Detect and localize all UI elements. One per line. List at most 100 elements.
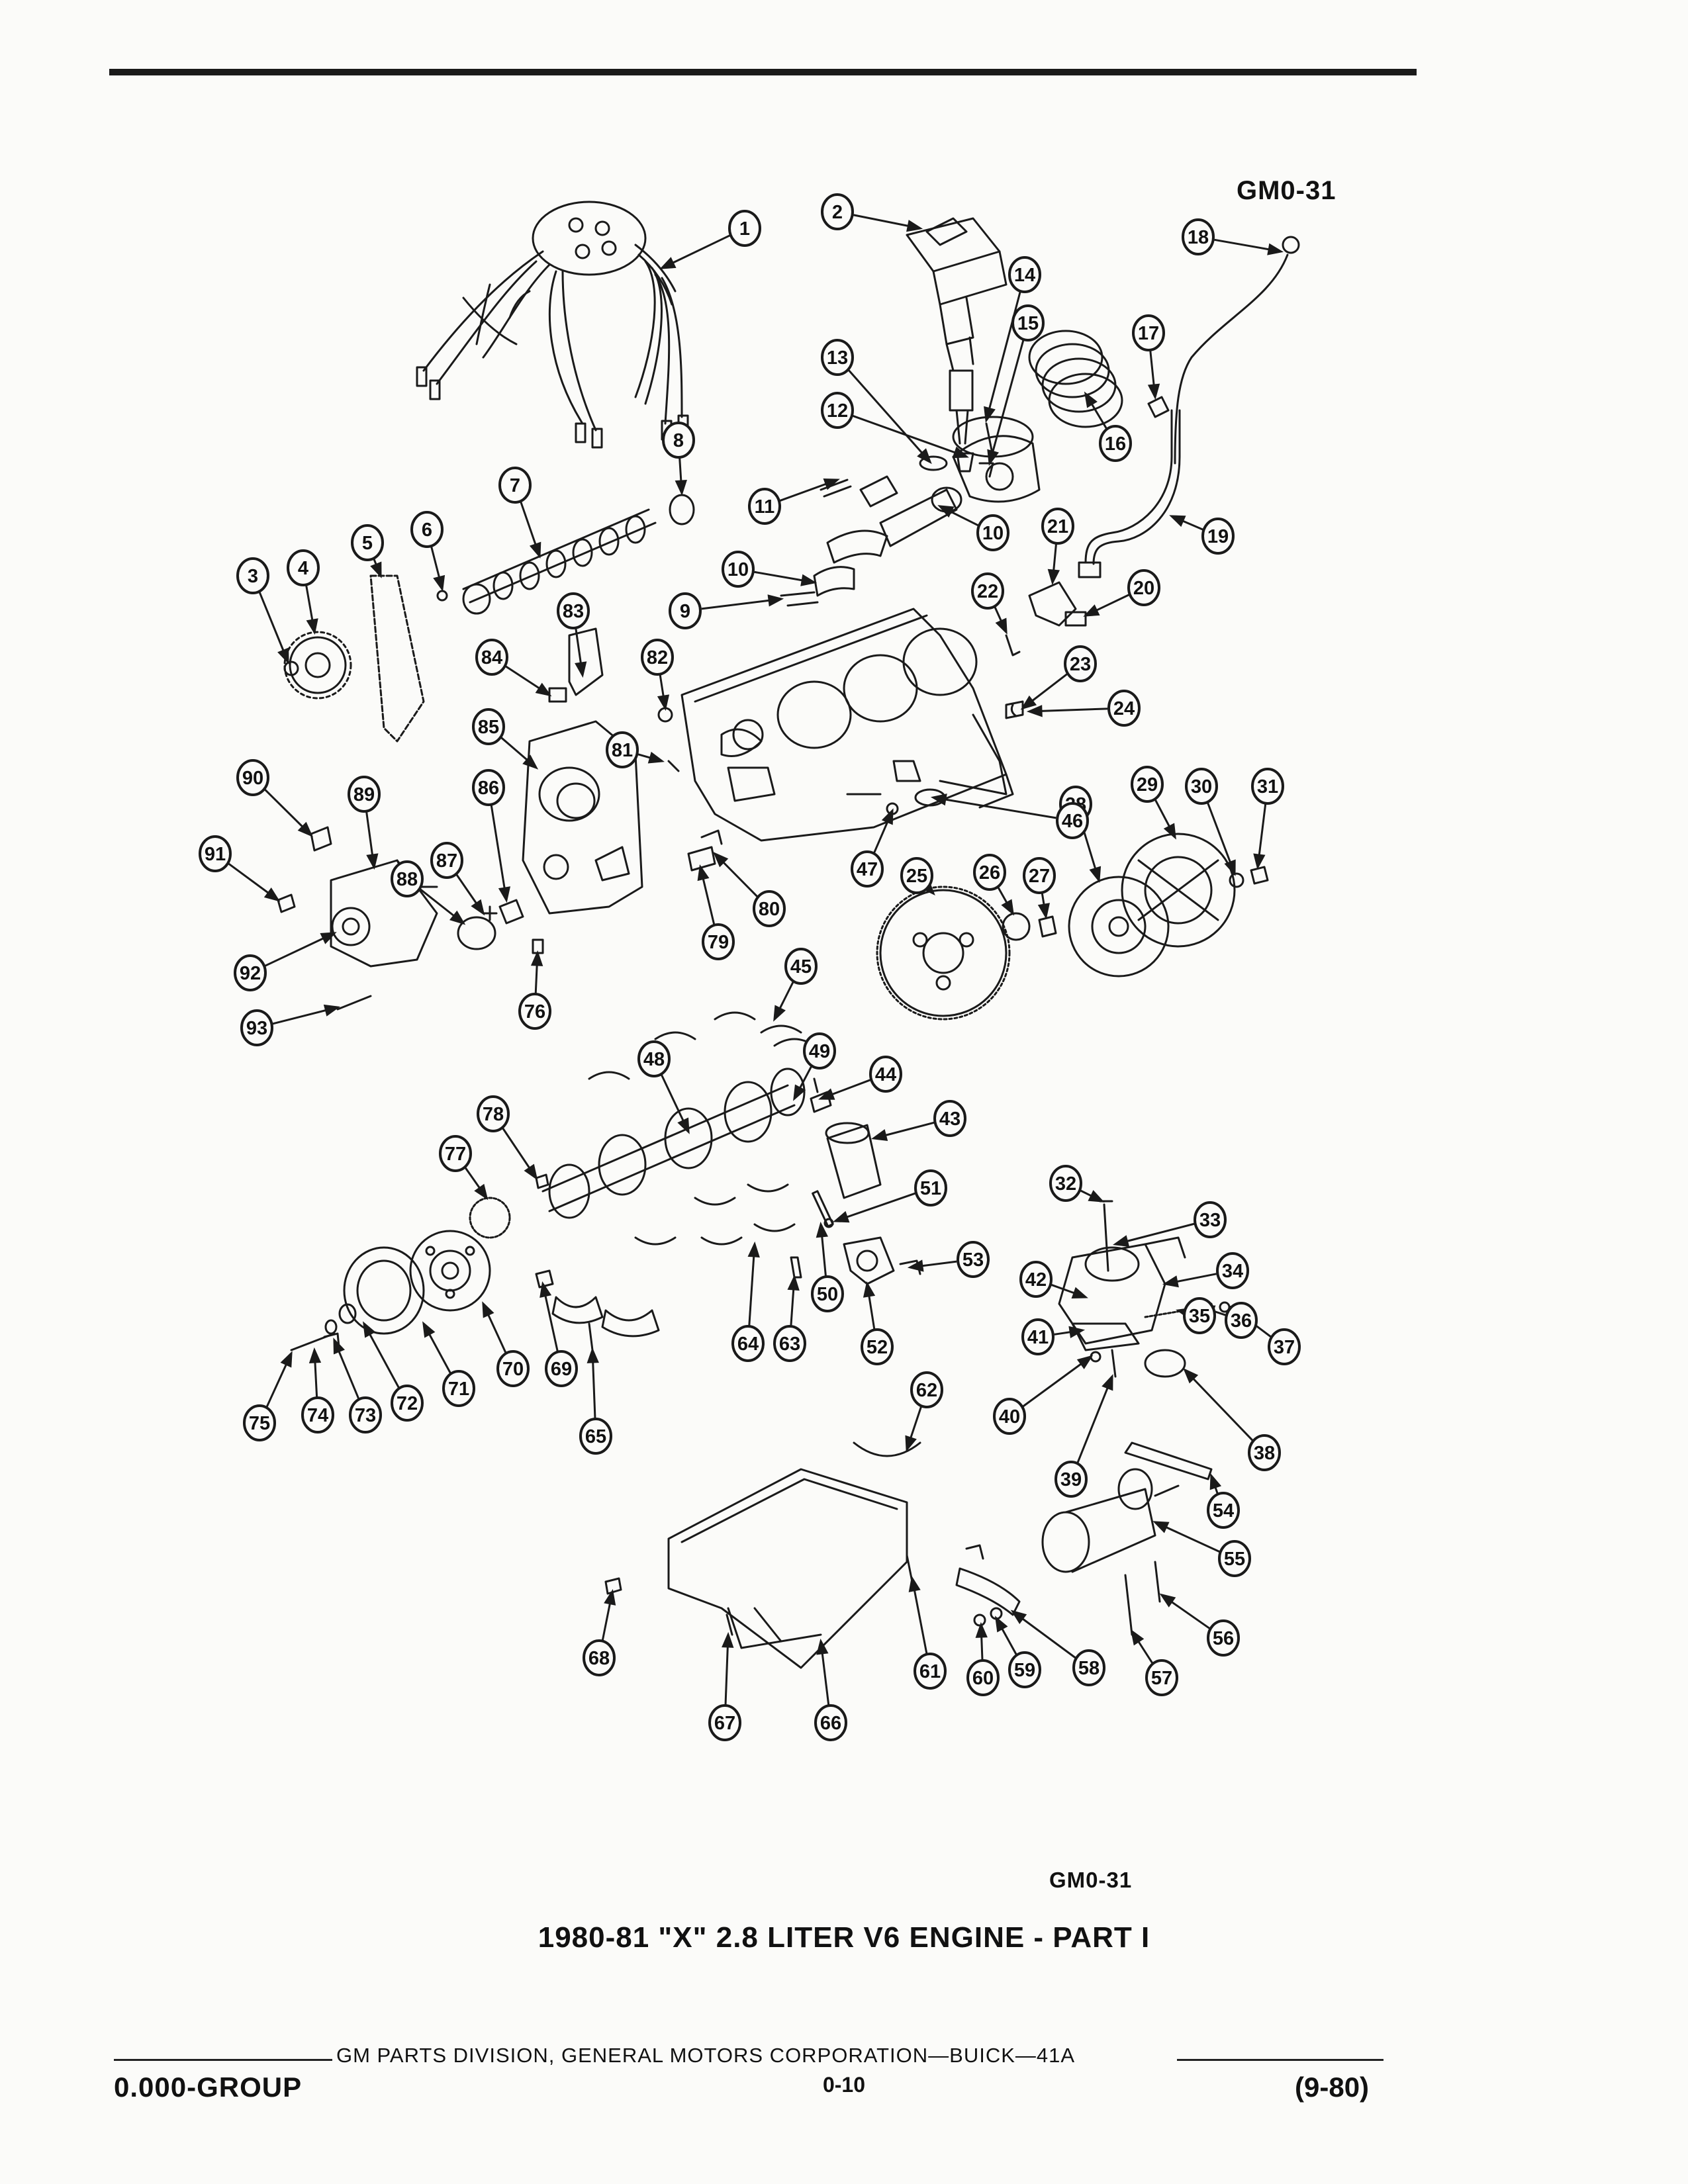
starter-brace (955, 1567, 1021, 1616)
callout-number: 31 (1257, 776, 1278, 797)
callout-64: 64 (731, 1325, 765, 1362)
callout-37: 37 (1268, 1328, 1301, 1365)
distributor-gear (956, 452, 974, 473)
leader-arrowhead (697, 864, 710, 882)
callout-number: 79 (708, 932, 729, 953)
callout-number: 27 (1029, 866, 1050, 887)
footer-group: 0.000-GROUP (114, 2071, 303, 2103)
callout-number: 40 (999, 1406, 1020, 1428)
callout-circle (784, 948, 818, 985)
callout-circle (1072, 1649, 1105, 1686)
callout-72: 72 (391, 1385, 424, 1422)
callout-number: 90 (242, 768, 263, 789)
crankshaft (541, 1068, 806, 1219)
footer-date: (9-80) (1295, 2071, 1370, 2103)
callout-circle (748, 488, 781, 525)
pump-bolt (277, 893, 296, 913)
callout-47: 47 (851, 850, 884, 887)
cover-gasket (498, 899, 524, 925)
callout-number: 92 (240, 963, 261, 984)
callout-number: 37 (1274, 1337, 1295, 1358)
leader-arrowhead (793, 1084, 806, 1101)
clutch-disc (1068, 876, 1170, 978)
callout-number: 1 (739, 218, 750, 240)
callout-circle (1008, 1651, 1041, 1688)
callout-75: 75 (243, 1404, 276, 1441)
callout-number: 83 (563, 601, 584, 622)
clutch-washer (1229, 872, 1244, 888)
callout-number: 22 (977, 581, 998, 602)
callout-49: 49 (803, 1032, 836, 1069)
clutch-bolt (1250, 866, 1269, 885)
callout-number: 48 (643, 1049, 665, 1070)
bearing-cap-clip (535, 1269, 554, 1289)
callout-circle (349, 1396, 382, 1433)
leader-arrowhead (917, 448, 932, 465)
leader-arrowhead (1147, 383, 1160, 400)
dowel-pin (790, 1256, 802, 1279)
callout-circle (773, 1325, 806, 1362)
starter-motor (1041, 1468, 1180, 1573)
callout-number: 10 (727, 559, 749, 580)
pump-rod (1103, 1203, 1109, 1272)
stud (1005, 634, 1021, 657)
callout-circle (518, 993, 551, 1030)
leader-arrowhead (816, 1638, 829, 1655)
callout-number: 3 (248, 566, 258, 587)
callout-91: 91 (199, 835, 232, 872)
leader-arrowhead (1020, 695, 1037, 710)
pump-washer (1090, 1351, 1102, 1363)
callout-number: 33 (1199, 1210, 1221, 1231)
callout-circle (475, 639, 508, 676)
leader-arrowhead (498, 886, 511, 903)
callout-33: 33 (1194, 1201, 1227, 1238)
leader-arrowhead (767, 594, 784, 607)
callout-82: 82 (641, 639, 674, 676)
callout-number: 14 (1014, 265, 1035, 286)
callout-circle (973, 854, 1006, 891)
callout-36: 36 (1225, 1302, 1258, 1339)
pump-bolt-long (336, 995, 372, 1011)
callout-53: 53 (957, 1241, 990, 1278)
callout-circle (1207, 1492, 1240, 1529)
callout-number: 41 (1027, 1327, 1049, 1348)
callout-circle (1132, 314, 1165, 351)
callout-circle (1201, 518, 1235, 555)
callout-7: 7 (498, 467, 532, 504)
callout-circle (641, 639, 674, 676)
lock-washer (324, 1319, 338, 1335)
engine-block (680, 608, 1014, 842)
callout-number: 78 (483, 1104, 504, 1125)
callout-circle (914, 1169, 947, 1206)
callout-circle (993, 1398, 1026, 1435)
callout-87: 87 (430, 842, 463, 879)
brace-bolt (965, 1544, 984, 1560)
callout-circle (606, 731, 639, 768)
callout-circle (1011, 304, 1045, 341)
leader-arrowhead (906, 220, 923, 232)
tube-bracket (1028, 581, 1077, 627)
leader-arrowhead (522, 754, 539, 770)
leader-arrowhead (1001, 899, 1015, 916)
figure-id-top: GM0-31 (1237, 176, 1336, 205)
callout-circle (1056, 802, 1089, 839)
callout-circle (199, 835, 232, 872)
callout-84: 84 (475, 639, 508, 676)
callout-number: 34 (1222, 1261, 1243, 1282)
leader-arrowhead (816, 1221, 829, 1238)
fuel-pump (1058, 1236, 1186, 1351)
callout-71: 71 (442, 1370, 475, 1407)
connecting-rod (780, 486, 962, 607)
callout-23: 23 (1064, 645, 1097, 682)
callout-circle (1131, 766, 1164, 803)
starter-stud (1154, 1561, 1161, 1603)
callout-circle (1248, 1434, 1281, 1471)
leader-arrowhead (539, 1281, 552, 1298)
callout-44: 44 (869, 1056, 902, 1093)
callout-circle (545, 1350, 578, 1387)
callout-circle (851, 850, 884, 887)
callout-66: 66 (814, 1704, 847, 1741)
leader-arrowhead (995, 617, 1008, 635)
sensor-connector (700, 829, 723, 845)
callout-6: 6 (410, 511, 444, 548)
